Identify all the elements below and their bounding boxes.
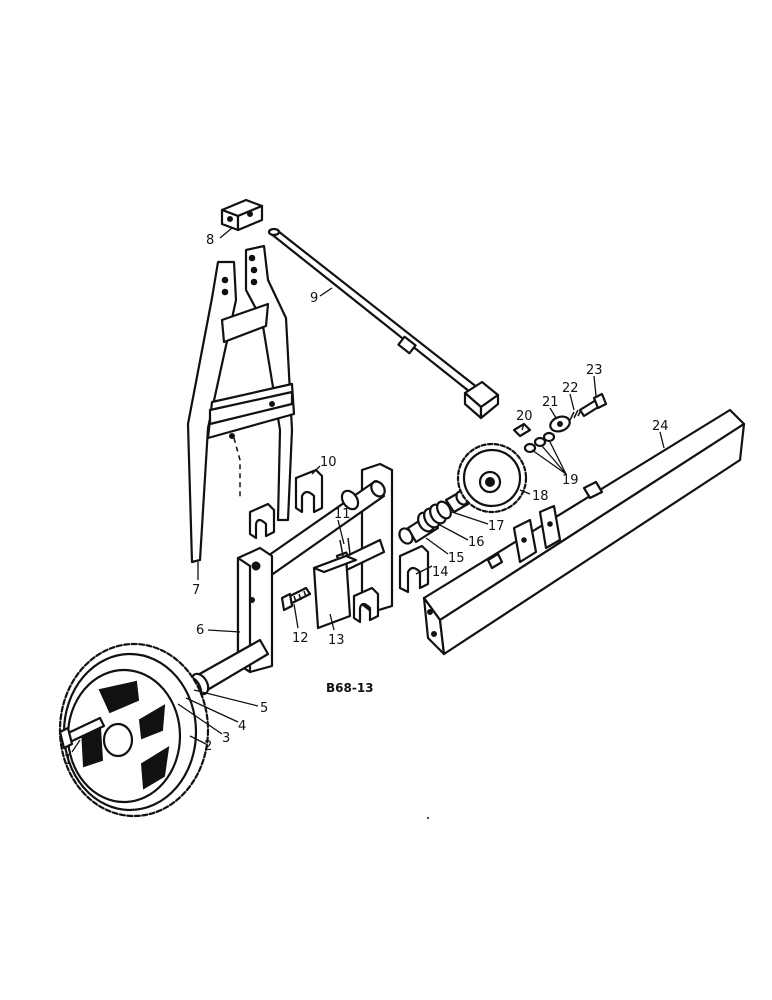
part-18-sprocket	[456, 442, 528, 514]
part-8-block	[220, 198, 264, 232]
callout-14: 14	[432, 565, 449, 580]
callout-4: 4	[238, 719, 246, 734]
callout-23: 23	[586, 363, 603, 378]
callout-11: 11	[334, 507, 351, 522]
callout-18: 18	[532, 489, 549, 504]
part-14-bearing	[398, 544, 430, 594]
part-9-rod	[267, 227, 500, 420]
part-2-gear	[58, 642, 210, 818]
callout-15: 15	[448, 551, 465, 566]
part-1-bolt	[58, 716, 106, 750]
parts-15-17-bushings	[398, 490, 470, 545]
callout-8: 8	[206, 233, 214, 248]
callout-19: 19	[562, 473, 579, 488]
print-speck	[427, 817, 429, 819]
callout-21: 21	[542, 395, 559, 410]
callout-22: 22	[562, 381, 579, 396]
callout-12: 12	[292, 631, 309, 646]
callout-9: 9	[310, 291, 318, 306]
callout-20: 20	[516, 409, 533, 424]
callout-13: 13	[328, 633, 345, 648]
part-19-washers	[523, 431, 556, 454]
part-12-bolt	[280, 586, 312, 612]
callout-2: 2	[204, 739, 212, 754]
callout-labels: 1 2 3 4 5 6 7 8 9 10 11 12 13 14 15 16 1…	[64, 233, 669, 768]
callout-6: 6	[196, 623, 204, 638]
callout-24: 24	[652, 419, 669, 434]
drawing-reference-code: B68-13	[326, 681, 374, 695]
part-7-frame	[186, 244, 296, 564]
part-24-cover	[422, 408, 746, 656]
part-10-bearing	[248, 468, 324, 540]
callout-7: 7	[192, 583, 200, 598]
callout-5: 5	[260, 701, 268, 716]
callout-10: 10	[320, 455, 337, 470]
part-13-plate	[312, 554, 380, 630]
callout-1: 1	[64, 753, 72, 768]
callout-17: 17	[488, 519, 505, 534]
part-21-washer	[549, 415, 571, 433]
callout-16: 16	[468, 535, 485, 550]
part-6-shaft-assembly	[190, 462, 394, 696]
leader-lines	[71, 227, 665, 753]
part-23-bolt	[578, 392, 608, 418]
callout-3: 3	[222, 731, 230, 746]
